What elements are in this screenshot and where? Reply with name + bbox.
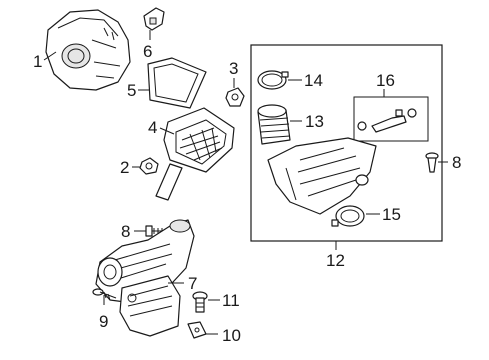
part-11-bolt [192,291,208,313]
leader-1 [43,51,57,61]
part-15-clamp [331,205,365,227]
part-5-filter-element [147,57,207,109]
callout-8-right: 8 [452,153,461,172]
part-12-cover [267,137,377,215]
callout-9: 9 [99,312,108,331]
callout-11: 11 [222,291,240,310]
callout-14: 14 [304,71,323,90]
part-4-airbox-tray [155,107,235,201]
callout-6: 6 [143,42,152,61]
part-2-grommet [139,157,159,175]
callout-1: 1 [33,52,42,71]
callout-16: 16 [376,71,395,90]
callout-3: 3 [229,59,238,78]
leader-4 [159,127,175,135]
part-13-hose [257,104,291,145]
callout-8-left: 8 [121,222,130,241]
part-7-intake-duct [95,219,195,337]
part-8-pushpin-right [425,152,439,173]
part-1-housing [45,9,131,91]
callout-2: 2 [120,158,129,177]
part-9-bolt [92,288,117,301]
callout-7: 7 [188,274,197,293]
part-6-sensor [143,7,165,31]
callout-10: 10 [222,326,241,345]
part-10-clip [187,321,207,339]
group-16-frame [353,96,429,142]
callout-12: 12 [326,251,345,270]
part-14-clamp [257,70,289,90]
callout-4: 4 [148,118,157,137]
part-16-breather-hose [357,108,417,133]
callout-13: 13 [305,112,324,131]
callout-15: 15 [382,205,401,224]
group-12-frame [250,44,443,242]
callout-5: 5 [127,81,136,100]
part-3-nut [225,87,245,107]
